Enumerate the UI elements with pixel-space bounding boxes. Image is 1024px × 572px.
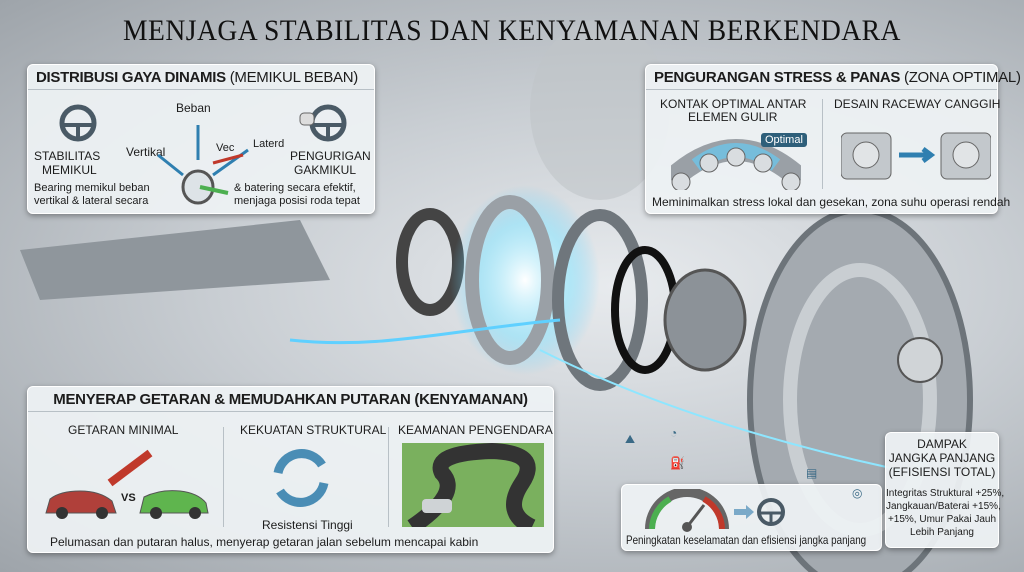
label-vertikal: Vertikal: [126, 145, 166, 159]
panel-heading: DISTRIBUSI GAYA DINAMIS (MEMIKUL BEBAN): [28, 65, 374, 90]
divider: [388, 427, 389, 527]
fuel-icon: ⛽: [670, 456, 685, 470]
panel-gauge: Peningkatan keselamatan dan efisiensi ja…: [621, 484, 882, 551]
gauge-icon: ◎: [852, 486, 863, 500]
steering-wheel-icon: [757, 498, 785, 526]
battery-icon: ▤: [806, 466, 818, 480]
dampak-line-3: +15%, Umur Pakai Jauh: [887, 514, 997, 525]
heading-rest: (ZONA OPTIMAL): [904, 69, 1021, 86]
col3-label: KEAMANAN PENGENDARA: [398, 423, 553, 437]
panel-heading: PENGURANGAN STRESS & PANAS (ZONA OPTIMAL…: [646, 65, 1021, 90]
left-label-1: STABILITAS: [34, 149, 101, 163]
panel-distribusi-gaya: DISTRIBUSI GAYA DINAMIS (MEMIKUL BEBAN) …: [27, 64, 375, 214]
panel-footer: Pelumasan dan putaran halus, menyerap ge…: [50, 535, 479, 549]
panel-footer: Meminimalkan stress lokal dan gesekan, z…: [652, 195, 1011, 209]
left-desc-2: vertikal & lateral secara: [34, 195, 149, 207]
raceway-design-icon: [841, 132, 991, 180]
dampak-heading-3: (EFISIENSI TOTAL): [888, 465, 996, 479]
arrow-right-icon: [734, 505, 754, 519]
winding-road-car-icon: [402, 443, 544, 527]
left-label-2: MEMIKUL: [42, 163, 97, 177]
panel-heading: MENYERAP GETARAN & MEMUDAHKAN PUTARAN (K…: [28, 387, 553, 412]
rotation-arrows-icon: [273, 449, 329, 507]
col1-label: GETARAN MINIMAL: [68, 423, 179, 437]
divider: [223, 427, 224, 527]
dampak-line-2: Jangkauan/Baterai +15%,: [886, 501, 1001, 512]
speedometer-icon: ◔: [670, 426, 678, 440]
right-label-2: GAKMIKUL: [294, 163, 357, 177]
col2-label: KEKUATAN STRUKTURAL: [240, 423, 387, 437]
page-title: MENJAGA STABILITAS DAN KENYAMANAN BERKEN…: [123, 14, 901, 47]
speedometer-gauge-icon: [645, 489, 729, 532]
terrain-icon: ⛰: [625, 432, 636, 446]
dampak-heading-1: DAMPAK: [917, 437, 967, 451]
dampak-heading-2: JANGKA PANJANG: [888, 451, 996, 465]
steering-wheel-hand-icon: [299, 104, 347, 142]
dampak-line-4: Lebih Panjang: [910, 527, 974, 538]
divider: [822, 99, 823, 189]
col1-label-1: KONTAK OPTIMAL ANTAR: [660, 97, 807, 111]
right-desc-2: menjaga posisi roda tepat: [234, 195, 360, 207]
gauge-caption: Peningkatan keselamatan dan efisiensi ja…: [626, 533, 867, 547]
dampak-line-1: Integritas Struktural +25%,: [886, 488, 1005, 499]
panel-dampak: DAMPAK JANGKA PANJANG (EFISIENSI TOTAL) …: [885, 432, 1005, 548]
col1-label-2: ELEMEN GULIR: [688, 110, 778, 124]
col2-caption: Resistensi Tinggi: [262, 518, 353, 532]
right-label-1: PENGURIGAN: [290, 149, 371, 163]
panel-pengurangan-stress: PENGURANGAN STRESS & PANAS (ZONA OPTIMAL…: [645, 64, 1021, 214]
steering-wheel-icon: [59, 104, 97, 142]
shock-absorber-vs-cars-icon: [45, 449, 209, 519]
heading-bold: DISTRIBUSI GAYA DINAMIS: [36, 69, 226, 86]
label-laterd: Laterd: [253, 138, 285, 150]
bearing-force-arrows-icon: [157, 125, 249, 205]
vs-label: VS: [121, 492, 136, 504]
heading-bold: PENGURANGAN STRESS & PANAS: [654, 69, 901, 86]
label-vec: Vec: [216, 142, 235, 154]
label-beban: Beban: [176, 101, 211, 115]
right-desc-1: & batering secara efektif,: [234, 182, 356, 194]
optimal-badge: Optimal: [761, 133, 807, 147]
col2-label: DESAIN RACEWAY CANGGIH: [834, 97, 1001, 111]
left-desc-1: Bearing memikul beban: [34, 182, 150, 194]
panel-menyerap-getaran: MENYERAP GETARAN & MEMUDAHKAN PUTARAN (K…: [27, 386, 554, 553]
rolling-elements-icon: [671, 139, 801, 190]
heading-rest: (MEMIKUL BEBAN): [229, 69, 359, 86]
